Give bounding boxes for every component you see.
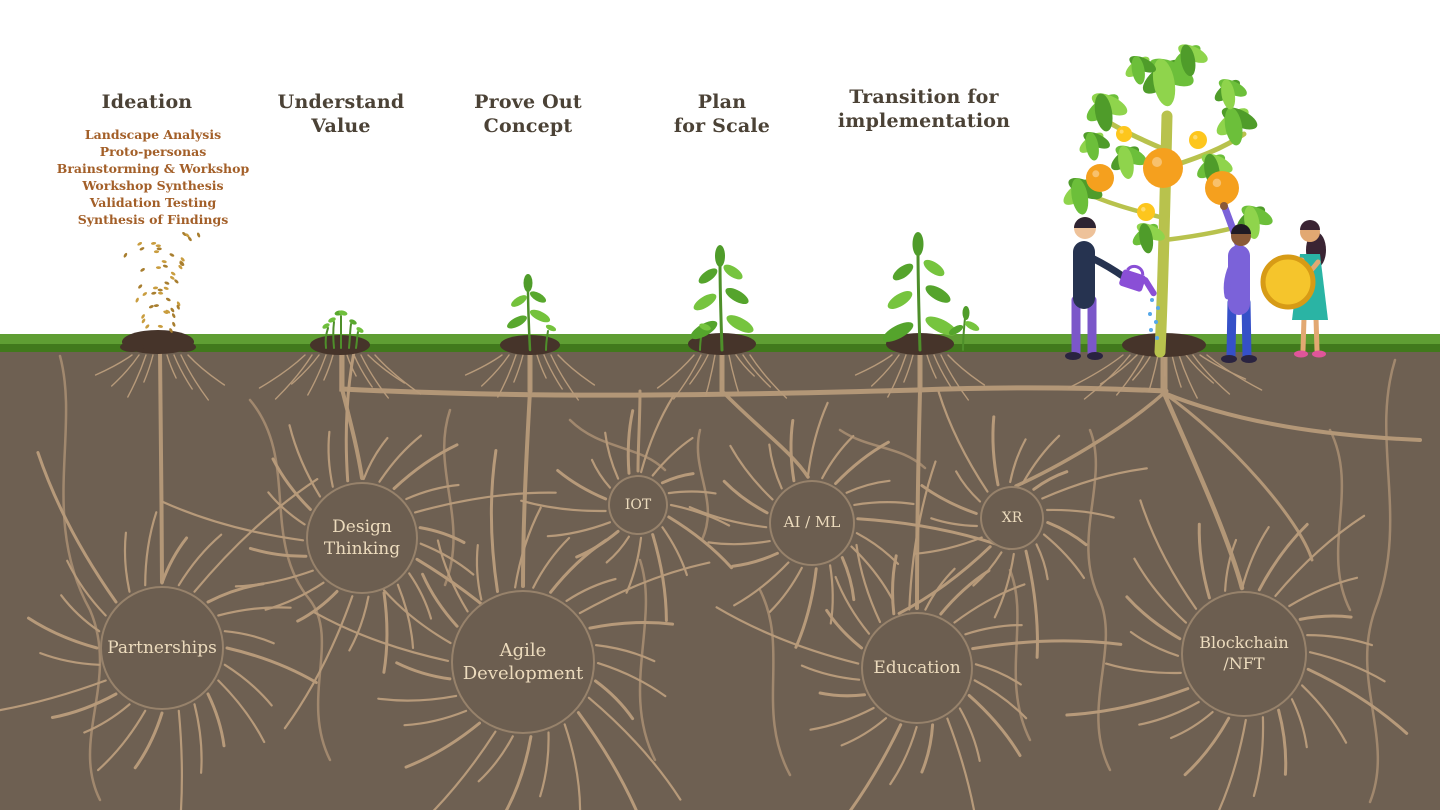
plant-young <box>690 245 754 352</box>
water-drops <box>1148 298 1160 340</box>
person-picking-fruit <box>1220 202 1257 363</box>
ideation-activities: Landscape Analysis Proto-personas Brains… <box>33 126 273 228</box>
root-spokes <box>0 350 1409 810</box>
root-node-label: XR <box>1001 509 1023 526</box>
root-node-agile-development: Agile Development <box>451 590 595 734</box>
stage-title-transition: Transition for implementation <box>837 86 1011 133</box>
fruit-tree <box>1063 44 1273 358</box>
stage-title-plan-for-scale: Plan for Scale <box>673 91 771 138</box>
ideation-activity: Brainstorming & Workshop <box>56 161 250 176</box>
plant-mature <box>882 232 980 352</box>
watering-can <box>1119 264 1157 297</box>
ideation-activity: Workshop Synthesis <box>82 178 224 193</box>
stage-title-prove-out-concept: Prove Out Concept <box>474 91 582 138</box>
root-node-label: AI / ML <box>783 513 841 532</box>
root-node-label: IOT <box>624 496 652 513</box>
hair <box>1231 224 1251 234</box>
stage-title-ideation: Ideation <box>101 91 193 113</box>
root-node-ai-ml: AI / ML <box>769 480 855 566</box>
surface-roots <box>94 354 1263 401</box>
hair <box>1300 220 1320 230</box>
ideation-activity: Proto-personas <box>99 144 207 159</box>
root-node-iot: IOT <box>608 475 668 535</box>
root-node-xr: XR <box>980 486 1044 550</box>
hair <box>1074 217 1096 228</box>
ideation-activity: Landscape Analysis <box>84 127 222 142</box>
coin <box>1260 254 1316 310</box>
root-node-partnerships: Partnerships <box>100 586 224 710</box>
plant-seedling <box>507 274 557 352</box>
ideation-activity: Synthesis of Findings <box>77 212 229 227</box>
stage-title-understand-value: Understand Value <box>277 91 405 138</box>
plant-sprouts <box>322 310 364 349</box>
tree-fruits <box>1086 126 1239 221</box>
root-node-blockchain-nft: Blockchain /NFT <box>1181 591 1307 717</box>
root-node-label: Partnerships <box>107 637 217 658</box>
ideation-activity: Validation Testing <box>89 195 217 210</box>
soil <box>0 350 1440 810</box>
root-node-label: Education <box>873 657 961 678</box>
falling-seeds <box>123 231 201 333</box>
root-node-label: Blockchain /NFT <box>1199 633 1289 673</box>
root-node-design-thinking: Design Thinking <box>306 482 418 594</box>
person-watering <box>1065 217 1160 360</box>
root-node-education: Education <box>861 612 973 724</box>
root-node-label: Agile Development <box>462 639 584 684</box>
root-node-label: Design Thinking <box>323 516 401 559</box>
person-holding-coin <box>1260 220 1328 358</box>
